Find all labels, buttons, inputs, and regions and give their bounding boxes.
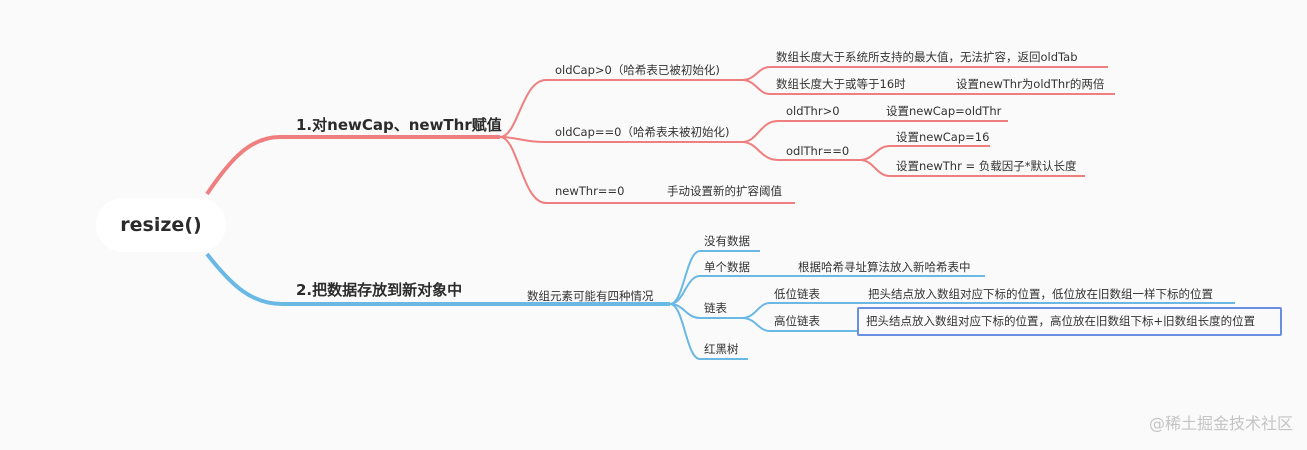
node-rbtree[interactable]: 红黑树 — [704, 342, 739, 356]
branch2-connectors — [205, 250, 1235, 360]
node-odlthr-eq0[interactable]: odlThr==0 — [786, 144, 850, 158]
node-action-thr[interactable]: 设置newThr = 负载因子*默认长度 — [896, 159, 1077, 173]
node-ge16-action[interactable]: 设置newThr为oldThr的两倍 — [956, 77, 1105, 91]
node-oldcap-eq0[interactable]: oldCap==0（哈希表未被初始化) — [555, 125, 730, 139]
root-node[interactable]: resize() — [96, 198, 226, 252]
node-low-action[interactable]: 把头结点放入数组对应下标的位置，低位放在旧数组一样下标的位置 — [868, 287, 1213, 301]
root-label: resize() — [120, 214, 202, 236]
node-cases[interactable]: 数组元素可能有四种情况 — [527, 289, 654, 303]
node-high[interactable]: 高位链表 — [774, 314, 820, 328]
node-single-action[interactable]: 根据哈希寻址算法放入新哈希表中 — [798, 260, 971, 274]
node-action-cap[interactable]: 设置newCap=16 — [896, 130, 990, 144]
selection-highlight — [857, 307, 1282, 336]
node-low[interactable]: 低位链表 — [774, 287, 820, 301]
node-oldcap-gt0[interactable]: oldCap>0（哈希表已被初始化) — [555, 63, 720, 77]
node-oldthr-gt0[interactable]: oldThr>0 — [786, 104, 840, 118]
node-linked[interactable]: 链表 — [704, 301, 727, 315]
node-empty[interactable]: 没有数据 — [704, 234, 750, 248]
node-max-case[interactable]: 数组长度大于系统所支持的最大值，无法扩容，返回oldTab — [776, 50, 1078, 64]
branch2-label[interactable]: 2.把数据存放到新对象中 — [296, 281, 463, 299]
branch1-label[interactable]: 1.对newCap、newThr赋值 — [296, 116, 502, 134]
watermark: @稀土掘金技术社区 — [1148, 414, 1293, 433]
node-newthr-eq0[interactable]: newThr==0 — [555, 184, 625, 198]
node-oldthr-gt0-action[interactable]: 设置newCap=oldThr — [886, 104, 1002, 118]
node-high-action[interactable]: 把头结点放入数组对应下标的位置，高位放在旧数组下标+旧数组长度的位置 — [866, 314, 1256, 328]
node-ge16-case[interactable]: 数组长度大于或等于16时 — [776, 77, 906, 91]
node-single[interactable]: 单个数据 — [704, 260, 750, 274]
branch1-connectors — [205, 66, 1115, 204]
node-newthr-action[interactable]: 手动设置新的扩容阈值 — [667, 184, 782, 198]
